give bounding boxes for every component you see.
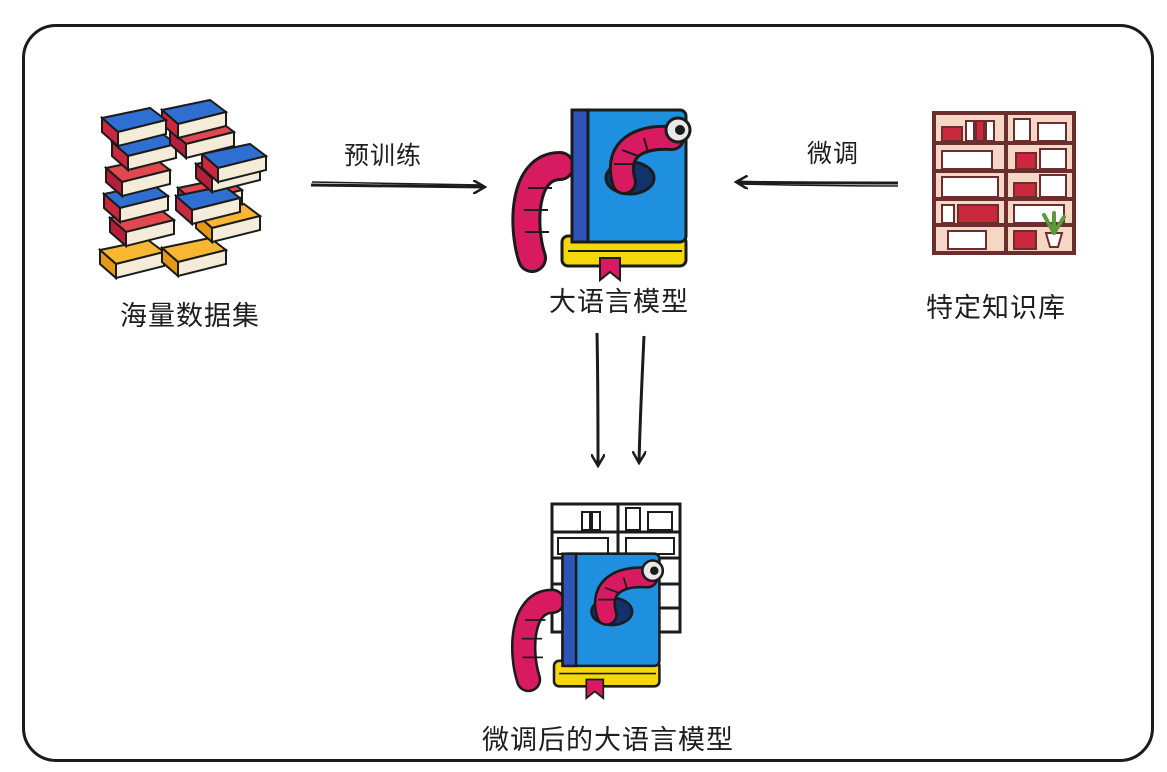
bookworm-with-shelf-icon — [522, 502, 682, 698]
bookworm-book-icon — [524, 110, 690, 280]
bookshelf-icon — [932, 111, 1076, 255]
node-label-finetuned: 微调后的大语言模型 — [482, 725, 734, 756]
diagram-frame — [22, 24, 1154, 762]
node-label-dataset: 海量数据集 — [120, 301, 260, 332]
finetuned-arrow-right — [639, 335, 644, 463]
edge-label-finetune: 微调 — [806, 139, 860, 168]
book-stack-icon — [99, 99, 267, 279]
edge-label-pretrain: 预训练 — [343, 141, 423, 170]
node-label-llm: 大语言模型 — [549, 287, 689, 318]
finetune-arrow — [736, 182, 899, 183]
pretrain-arrow — [310, 185, 485, 187]
node-label-knowledge: 特定知识库 — [926, 293, 1066, 324]
finetuned-arrow-left — [597, 332, 598, 466]
